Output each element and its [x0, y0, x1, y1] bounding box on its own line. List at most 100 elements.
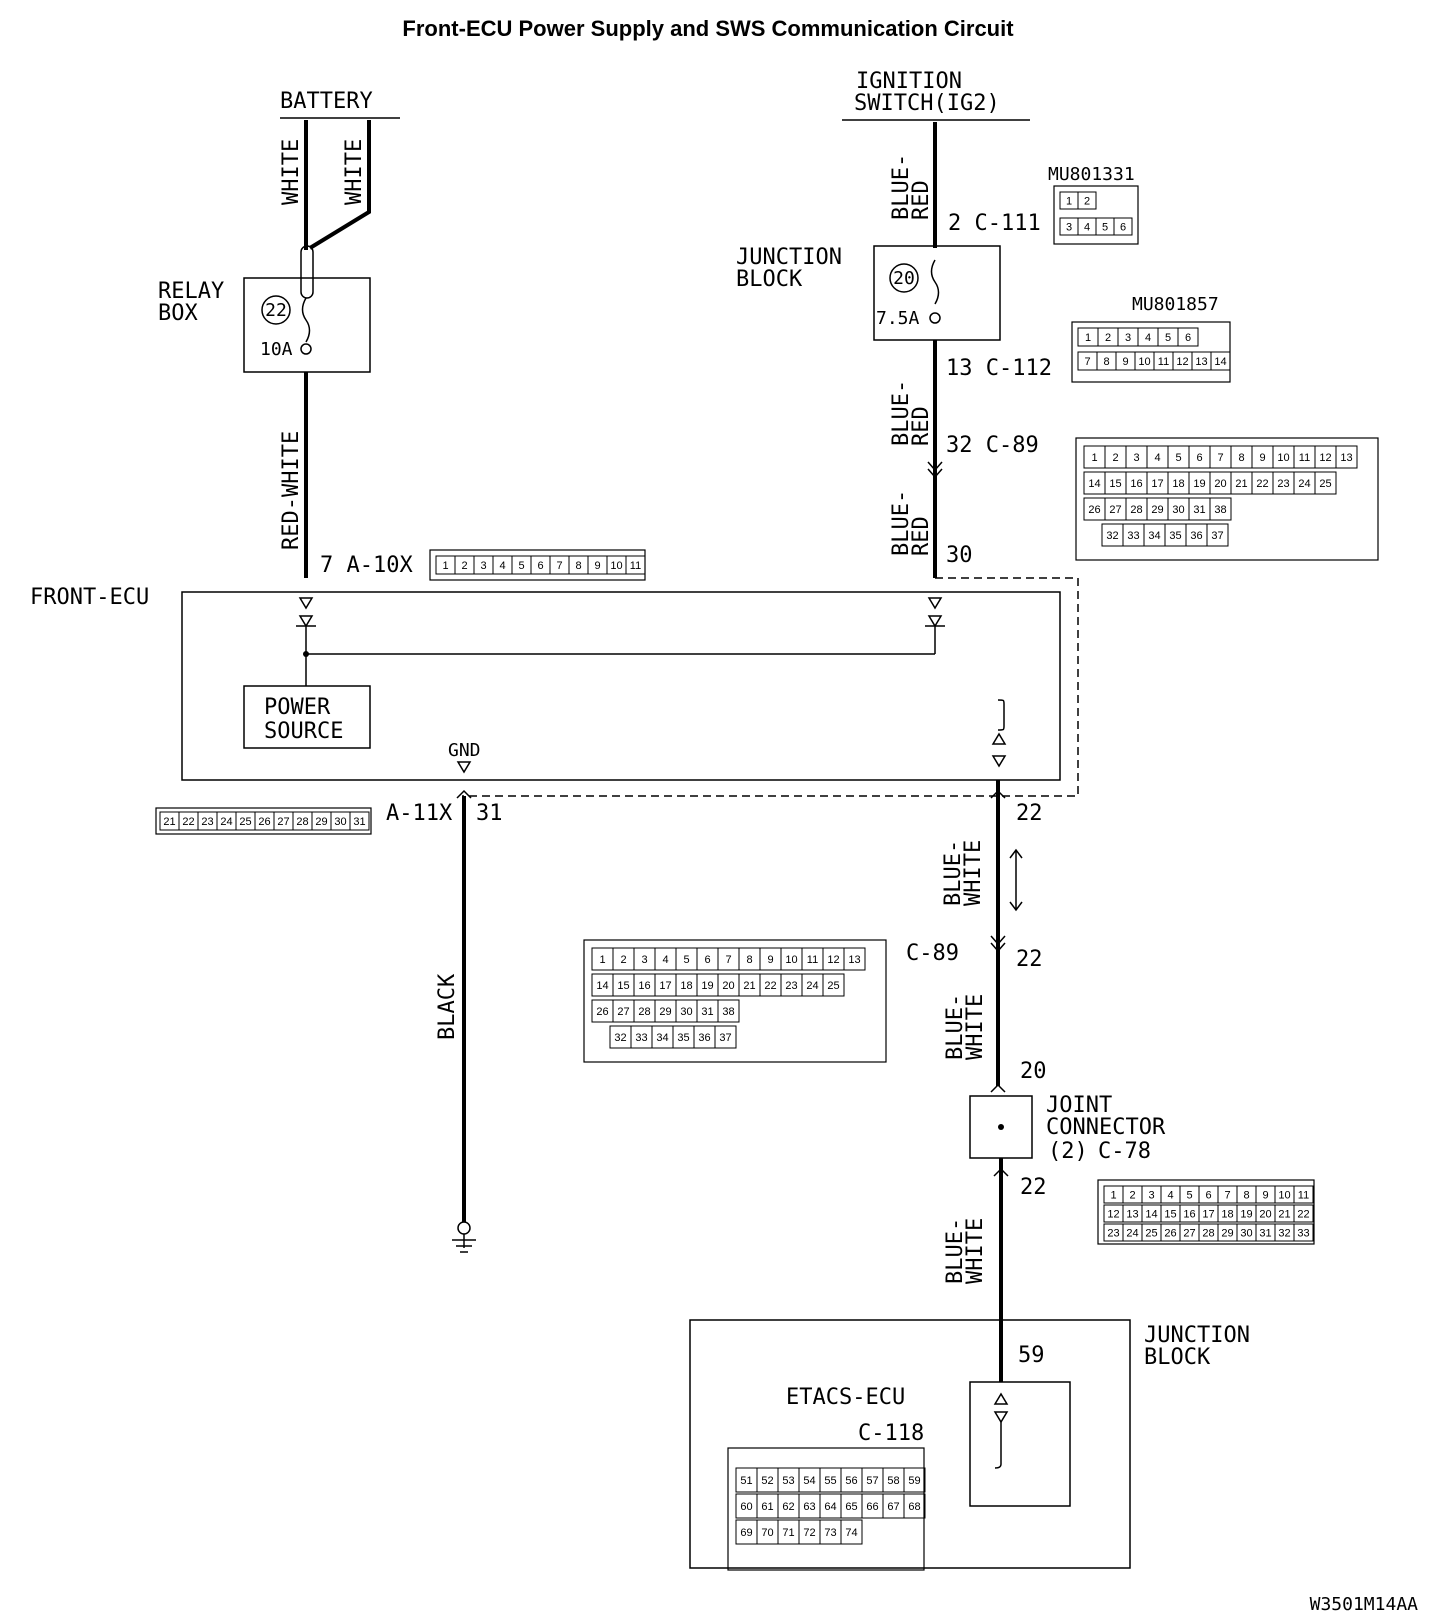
connector-pin-cell — [1314, 471, 1337, 495]
connector-pin-label: 6 — [1196, 452, 1202, 464]
connector-pin-label: 19 — [1240, 1209, 1252, 1221]
connector-pin-cell — [1293, 1185, 1314, 1204]
connector-pin-label: 56 — [845, 1475, 857, 1487]
connector-pin-label: 26 — [596, 1006, 608, 1018]
connector-pin-label: 54 — [803, 1475, 815, 1487]
joint-connector-label-2: CONNECTOR — [1046, 1115, 1166, 1140]
gnd-label: GND — [448, 740, 481, 761]
connector-pin-label: 15 — [617, 980, 629, 992]
connector-pin-label: 31 — [353, 816, 365, 828]
connector-pin-cell — [625, 555, 646, 575]
terminal-20: 20 — [1020, 1059, 1047, 1084]
connector-c78-label: C-78 — [1098, 1139, 1151, 1164]
fuse-20-symbol — [930, 259, 940, 305]
wire-label-blue-white-2a: BLUE- — [943, 994, 968, 1060]
connector-outline — [727, 1447, 925, 1571]
etacs-comm-line — [994, 1422, 1002, 1469]
wire-white-2 — [308, 120, 371, 250]
connector-pin-label: 71 — [782, 1527, 794, 1539]
wire-label-blue-red-1b: RED — [909, 180, 934, 220]
junction-block-label-2: BLOCK — [736, 267, 803, 292]
etacs-bidirectional-symbol — [993, 1392, 1009, 1424]
connector-pin-label: 14 — [596, 980, 608, 992]
label-mu801857: MU801857 — [1132, 294, 1219, 315]
connector-pin-label: 2 — [461, 560, 467, 572]
terminal-32-c89: 32 C-89 — [946, 433, 1039, 458]
terminal-7-a10x: 7 A-10X — [320, 553, 413, 578]
connector-pin-label: 12 — [1107, 1209, 1119, 1221]
connector-pin-label: 1 — [1110, 1190, 1116, 1202]
connector-pin-label: 6 — [1120, 222, 1126, 234]
connector-pin-label: 21 — [163, 816, 175, 828]
connector-pin-cell — [1113, 217, 1133, 236]
connector-pin-label: 4 — [1154, 452, 1160, 464]
connector-pin-label: 37 — [719, 1032, 731, 1044]
connector-pin-label: 38 — [722, 1006, 734, 1018]
connector-pin-label: 16 — [1183, 1209, 1195, 1221]
connector-pin-label: 30 — [334, 816, 346, 828]
connector-pin-label: 25 — [1319, 478, 1331, 490]
connector-pin-label: 31 — [701, 1006, 713, 1018]
connector-outline — [1075, 437, 1379, 561]
connector-pin-label: 25 — [239, 816, 251, 828]
connector-pin-label: 3 — [1125, 332, 1131, 344]
ground-point — [457, 1221, 471, 1235]
connector-pin-cell — [717, 999, 740, 1023]
connector-pin-label: 25 — [1145, 1228, 1157, 1240]
etacs-ecu-label: ETACS-ECU — [786, 1385, 905, 1410]
joint-connector-label-1: JOINT — [1046, 1093, 1112, 1118]
fuse-22-rating: 10A — [260, 339, 293, 360]
connector-pin-label: 5 — [518, 560, 524, 572]
joint-connector-label-3: (2) — [1048, 1139, 1088, 1164]
connector-pin-label: 13 — [848, 954, 860, 966]
connector-pin-label: 18 — [680, 980, 692, 992]
fuse-22-symbol — [301, 297, 311, 343]
comm-direction-arrow — [1009, 848, 1023, 912]
connector-pin-label: 68 — [908, 1501, 920, 1513]
connector-pin-label: 64 — [824, 1501, 836, 1513]
gnd-terminal-symbol — [456, 761, 472, 774]
connector-pin-cell — [1209, 497, 1232, 521]
connector-pin-cell — [822, 973, 845, 997]
wire-label-blue-red-1a: BLUE- — [889, 154, 914, 220]
fuse-22-number: 22 — [265, 300, 287, 321]
connector-pin-label: 24 — [1126, 1228, 1138, 1240]
wire-label-white-2: WHITE — [342, 139, 367, 205]
connector-pin-label: 58 — [887, 1475, 899, 1487]
connector-pin-label: 29 — [659, 1006, 671, 1018]
connector-pin-cell — [840, 1519, 863, 1545]
connector-pin-label: 2 — [1129, 1190, 1135, 1202]
connector-pin-label: 24 — [1298, 478, 1310, 490]
connector-pin-label: 5 — [1186, 1190, 1192, 1202]
connector-pin-label: 20 — [1214, 478, 1226, 490]
fuse-20-rating: 7.5A — [876, 308, 920, 329]
label-mu801331: MU801331 — [1048, 164, 1135, 185]
connector-pin-label: 65 — [845, 1501, 857, 1513]
connector-outline — [583, 939, 887, 1063]
connector-pin-label: 18 — [1172, 478, 1184, 490]
connector-pin-label: 27 — [277, 816, 289, 828]
connector-outline — [1053, 185, 1139, 245]
connector-pin-label: 70 — [761, 1527, 773, 1539]
connector-pin-label: 36 — [1190, 530, 1202, 542]
front-ecu-shield-outline — [462, 577, 1079, 797]
connector-pin-label: 14 — [1145, 1209, 1157, 1221]
connector-pin-label: 22 — [182, 816, 194, 828]
connector-pin-label: 25 — [827, 980, 839, 992]
fuse-20-circle — [889, 263, 919, 293]
connector-pin-label: 24 — [220, 816, 232, 828]
connector-pin-label: 3 — [1133, 452, 1139, 464]
connector-pin-label: 33 — [1127, 530, 1139, 542]
connector-pin-label: 7 — [556, 560, 562, 572]
terminal-30: 30 — [946, 543, 973, 568]
relay-box-label-1: RELAY — [158, 279, 224, 304]
connector-pin-label: 20 — [722, 980, 734, 992]
comm-line-symbol — [997, 699, 1005, 731]
wire-label-blue-white-1b: WHITE — [961, 840, 986, 906]
connector-pin-label: 12 — [1176, 356, 1188, 368]
connector-pin-label: 11 — [1299, 452, 1310, 464]
